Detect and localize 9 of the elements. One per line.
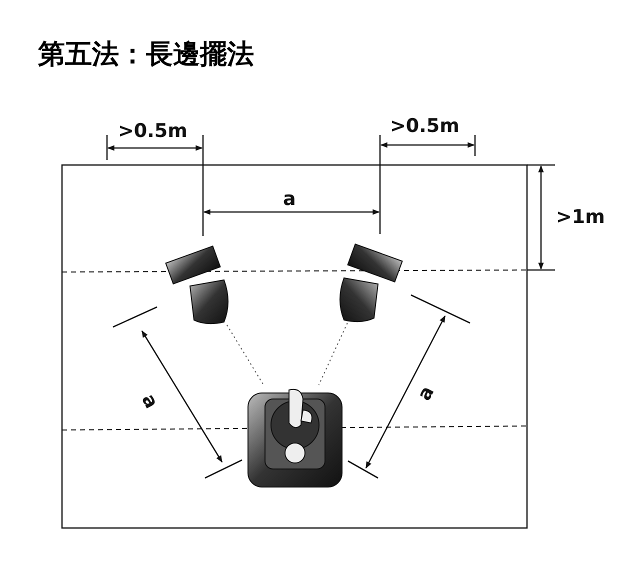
dimension-label: a — [283, 190, 296, 209]
title: 第五法：長邊擺法 — [38, 38, 254, 72]
dimension-label: >0.5m — [118, 122, 188, 141]
dimension-label: a — [415, 383, 438, 404]
dimension-label: >0.5m — [390, 117, 460, 136]
dimension-label: a — [138, 391, 161, 412]
sight-line — [226, 324, 264, 386]
dimension-label: >1m — [556, 208, 605, 227]
sight-line — [318, 322, 348, 386]
